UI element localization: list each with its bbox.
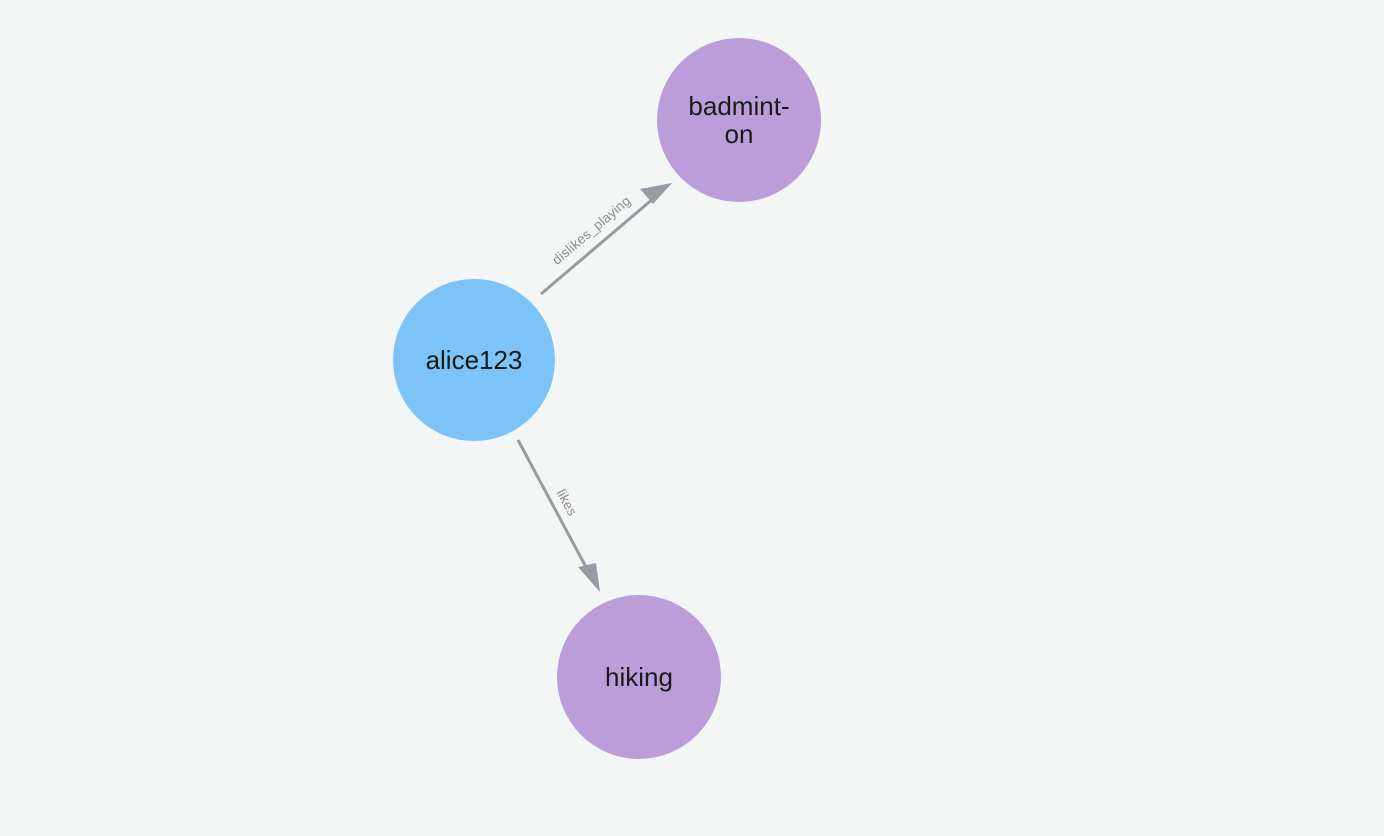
graph-node-hiking[interactable]: hiking [557,595,721,759]
graph-node-alice123[interactable]: alice123 [393,279,555,441]
edge-dislikes-playing[interactable]: dislikes_playing [540,183,672,296]
graph-node-hiking-label: hiking [605,661,673,692]
graph-node-alice123-label: alice123 [425,344,523,375]
graph-node-badminton-label: badmint- on [688,90,790,149]
edge-dislikes-playing-arrowhead [640,183,672,204]
graph-node-badminton[interactable]: badmint- on [657,38,821,202]
edge-likes-line [516,439,589,570]
edge-likes-arrowhead [578,563,600,592]
edge-dislikes-playing-label: dislikes_playing [549,193,633,268]
edge-dislikes-playing-line [540,193,659,296]
edge-likes[interactable]: likes [516,439,600,592]
